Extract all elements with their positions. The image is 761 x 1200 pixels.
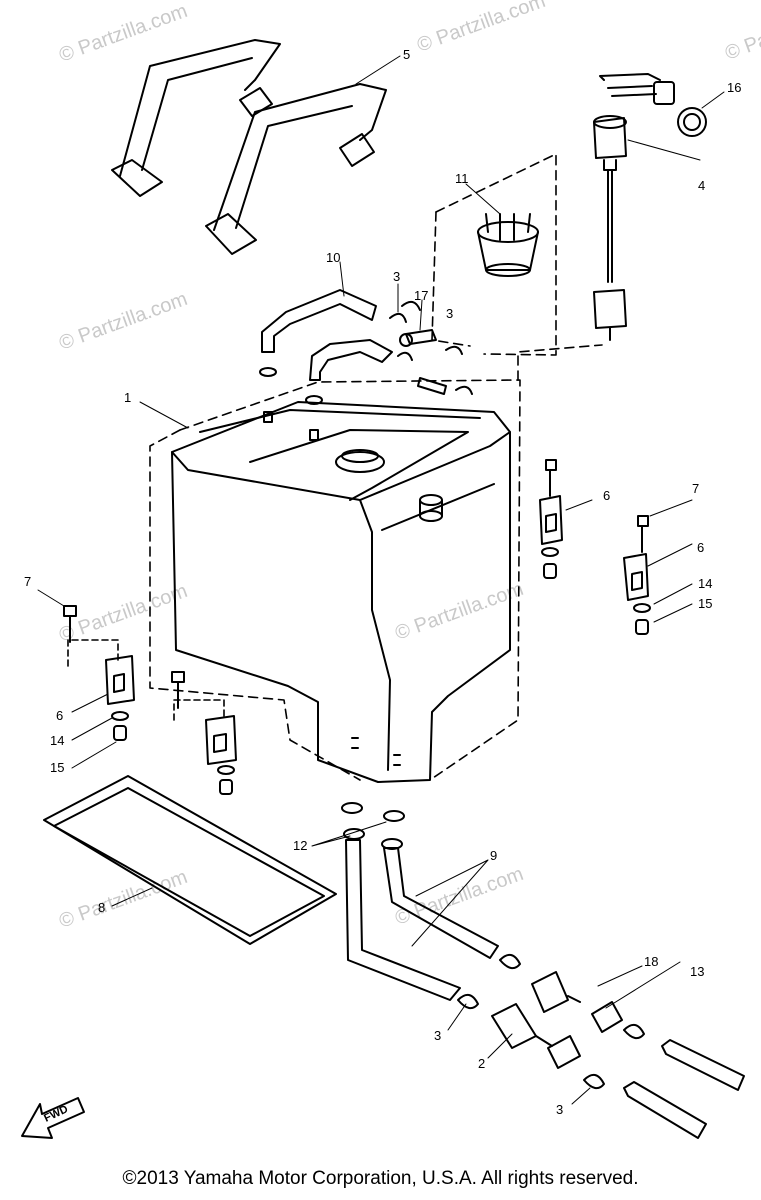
bolt-part [63, 459, 649, 709]
seal-ring-part [677, 107, 707, 137]
callout-11: 11 [455, 171, 469, 186]
leader-lines [37, 55, 725, 1105]
callout-3: 3 [556, 1102, 563, 1117]
filter-bracket-part [547, 1001, 623, 1069]
mat-part [43, 775, 337, 945]
callout-12: 12 [293, 838, 307, 853]
callout-16: 16 [727, 80, 741, 95]
assembly-outline [67, 153, 603, 781]
watermark: © Partzilla.com [414, 0, 548, 57]
watermark: © Partzilla.com [56, 0, 190, 67]
callout-2: 2 [478, 1056, 485, 1071]
fitting-part [389, 312, 473, 395]
callout-10: 10 [326, 250, 340, 265]
callout-13: 13 [690, 964, 704, 979]
callout-6: 6 [56, 708, 63, 723]
callout-14: 14 [50, 733, 64, 748]
svg-text:FWD: FWD [42, 1103, 70, 1124]
callout-6: 6 [603, 488, 610, 503]
callout-18: 18 [644, 954, 658, 969]
tank-strap-part [111, 39, 387, 255]
tank-cap-part [477, 213, 539, 277]
outlet-hose-part [623, 1039, 745, 1139]
fuel-tank-part [171, 401, 511, 783]
fuel-filter-part [491, 971, 581, 1049]
bracket-part [105, 495, 649, 765]
callout-3: 3 [393, 269, 400, 284]
callout-1: 1 [124, 390, 131, 405]
callout-5: 5 [403, 47, 410, 62]
callout-9: 9 [490, 848, 497, 863]
callout-15: 15 [698, 596, 712, 611]
callout-3: 3 [446, 306, 453, 321]
fwd-arrow-icon [21, 1097, 85, 1139]
clamp-part [401, 300, 645, 1090]
watermark: © Partzilla.com [56, 288, 190, 355]
copyright-notice: ©2013 Yamaha Motor Corporation, U.S.A. A… [122, 1168, 639, 1189]
callout-8: 8 [98, 900, 105, 915]
callout-15: 15 [50, 760, 64, 775]
watermark: © Partzilla.com [392, 863, 526, 930]
watermark: © Partzilla.com [392, 578, 526, 645]
callout-7: 7 [24, 574, 31, 589]
washer-nut-part [111, 547, 651, 795]
fuel-gauge-part [593, 73, 675, 341]
callout-4: 4 [698, 178, 705, 193]
callout-labels: 1 2 3 3 3 3 4 5 6 6 6 7 7 8 9 10 11 12 1… [24, 47, 741, 1117]
callout-6: 6 [697, 540, 704, 555]
fuel-hose-part [345, 839, 499, 1001]
fwd-label: FWD [42, 1103, 70, 1124]
vent-hose-part [259, 289, 393, 441]
callout-7: 7 [692, 481, 699, 496]
watermark: © Partzilla.com [56, 866, 190, 933]
callout-14: 14 [698, 576, 712, 591]
watermark: © Partzilla.com [722, 0, 761, 65]
callout-17: 17 [414, 288, 428, 303]
callout-3: 3 [434, 1028, 441, 1043]
